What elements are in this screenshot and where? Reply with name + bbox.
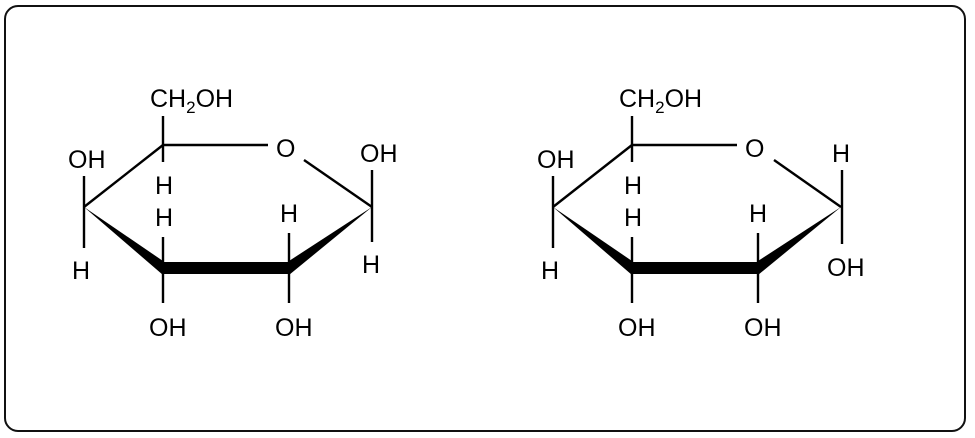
bond-o-c1 xyxy=(773,159,842,208)
c1-down-label: OH xyxy=(827,254,865,282)
c6-group-label: CH2OH xyxy=(619,85,702,117)
molecule-left: CH2OH O H OH H H OH H OH OH H xyxy=(68,85,398,342)
bond-c5-c4 xyxy=(552,144,633,208)
c4-oh-label: OH xyxy=(537,146,575,174)
ring-oxygen-label: O xyxy=(276,135,295,163)
c5-h-label: H xyxy=(155,172,173,200)
c4-h-label: H xyxy=(72,257,90,285)
c2-oh-label: OH xyxy=(744,314,782,342)
c4-oh-label: OH xyxy=(68,146,106,174)
c2-h-label: H xyxy=(280,200,298,228)
c3-oh-label: OH xyxy=(149,314,187,342)
bold-bond-c3-c2 xyxy=(163,262,289,274)
c2-oh-label: OH xyxy=(275,314,313,342)
c4-h-label: H xyxy=(541,257,559,285)
c3-h-label: H xyxy=(155,204,173,232)
bond-c5-c4 xyxy=(83,144,164,208)
bold-bond-c3-c2 xyxy=(632,262,758,274)
bond-o-c1 xyxy=(303,159,373,208)
wedge-c4-c3 xyxy=(553,207,632,275)
c3-h-label: H xyxy=(624,204,642,232)
c5-h-label: H xyxy=(624,172,642,200)
c1-up-label: OH xyxy=(360,140,398,168)
wedge-c2-c1 xyxy=(758,207,841,275)
c1-down-label: H xyxy=(362,251,380,279)
wedge-c4-c3 xyxy=(84,207,163,275)
figure-frame xyxy=(4,5,966,432)
c1-up-label: H xyxy=(832,140,850,168)
c6-group-label: CH2OH xyxy=(150,85,233,117)
molecule-right: CH2OH O H OH H H OH H OH H OH xyxy=(537,85,865,342)
c3-oh-label: OH xyxy=(618,314,656,342)
ring-oxygen-label: O xyxy=(745,135,764,163)
c2-h-label: H xyxy=(749,200,767,228)
wedge-c2-c1 xyxy=(289,207,372,275)
